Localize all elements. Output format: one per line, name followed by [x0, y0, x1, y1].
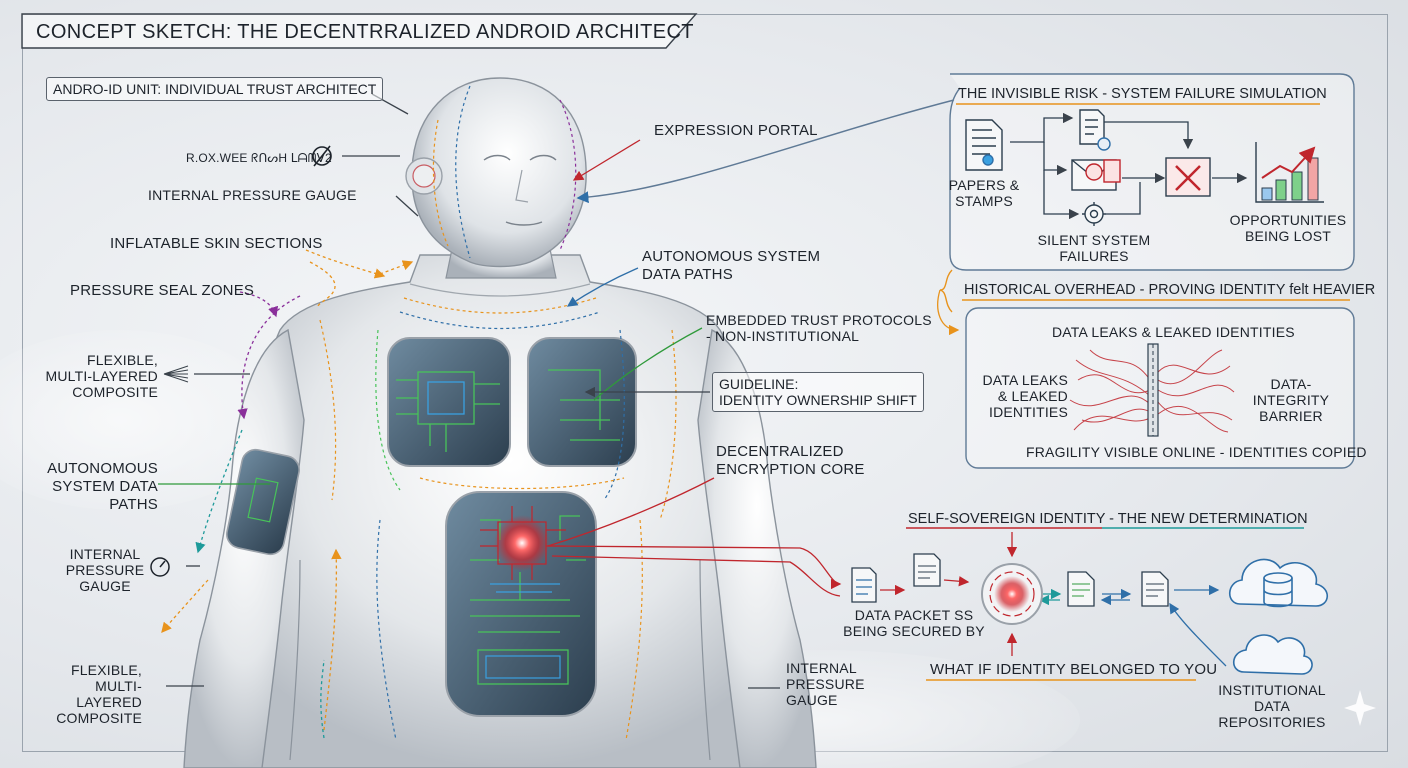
label-silent-failures: SILENT SYSTEM FAILURES [1034, 232, 1154, 264]
label-inflatable-skin: INFLATABLE SKIN SECTIONS [110, 236, 323, 252]
label-what-if: WHAT IF IDENTITY BELONGED TO YOU [930, 662, 1217, 678]
sparkle-icon [1344, 690, 1376, 726]
historical-heading: HISTORICAL OVERHEAD - PROVING IDENTITY f… [964, 282, 1375, 298]
alert-envelope-icon [1072, 160, 1120, 190]
risk-panel-heading: THE INVISIBLE RISK - SYSTEM FAILURE SIMU… [958, 86, 1327, 102]
label-internal-pressure-gauge-top: INTERNAL PRESSURE GAUGE [148, 187, 357, 203]
label-expression-portal: EXPRESSION PORTAL [654, 123, 818, 139]
page-title: CONCEPT SKETCH: THE DECENTRRALIZED ANDRO… [36, 21, 694, 43]
integrity-barrier-icon [1148, 344, 1158, 436]
label-autonomous-paths-right: AUTONOMOUS SYSTEM DATA PATHS [642, 248, 820, 284]
data-packet-icon [1068, 572, 1094, 606]
label-leaks-top: DATA LEAKS & LEAKED IDENTITIES [1052, 324, 1295, 340]
scribble-text: R.OX.WEE ᖇᑎᔕH ᒪᗩᗰᐯ2 [186, 150, 332, 166]
label-internal-pressure-gauge-bottom: INTERNAL PRESSURE GAUGE [786, 660, 865, 708]
android-figure [184, 78, 816, 768]
unit-label: ANDRO-ID UNIT: INDIVIDUAL TRUST ARCHITEC… [46, 77, 383, 101]
encryption-core-glow [494, 515, 550, 571]
label-opportunities-lost: OPPORTUNITIES BEING LOST [1228, 212, 1348, 244]
label-internal-pressure-gauge-left: INTERNAL PRESSURE GAUGE [60, 546, 150, 594]
label-flexible-composite-upper: FLEXIBLE, MULTI-LAYERED COMPOSITE [40, 352, 158, 400]
papers-icon [966, 120, 1002, 170]
guideline-box: GUIDELINE: IDENTITY OWNERSHIP SHIFT [712, 372, 924, 412]
data-packet-icon [914, 554, 940, 586]
label-papers-stamps: PAPERS & STAMPS [944, 177, 1024, 209]
sovereign-core-icon [982, 564, 1042, 624]
label-fragility: FRAGILITY VISIBLE ONLINE - IDENTITIES CO… [1026, 444, 1367, 460]
label-autonomous-paths-left: AUTONOMOUS SYSTEM DATA PATHS [36, 460, 158, 514]
label-encryption-core: DECENTRALIZED ENCRYPTION CORE [716, 443, 865, 479]
cloud-icon [1234, 635, 1312, 674]
sovereign-heading: SELF-SOVEREIGN IDENTITY - THE NEW DETERM… [908, 511, 1308, 527]
label-institutional-repositories: INSTITUTIONAL DATA REPOSITORIES [1200, 682, 1344, 730]
label-flexible-composite-lower: FLEXIBLE, MULTI-LAYERED COMPOSITE [40, 662, 142, 726]
label-integrity-barrier: DATA-INTEGRITY BARRIER [1236, 376, 1346, 424]
label-embedded-trust: EMBEDDED TRUST PROTOCOLS - NON-INSTITUTI… [706, 312, 932, 344]
label-pressure-seal: PRESSURE SEAL ZONES [70, 283, 254, 299]
label-leaks-left: DATA LEAKS & LEAKED IDENTITIES [976, 372, 1068, 420]
data-packet-icon [852, 568, 876, 602]
failure-x-icon [1166, 158, 1210, 196]
cloud-database-icon [1230, 559, 1328, 606]
data-packet-icon [1142, 572, 1168, 606]
label-data-packets: DATA PACKET SS BEING SECURED BY [840, 607, 988, 639]
